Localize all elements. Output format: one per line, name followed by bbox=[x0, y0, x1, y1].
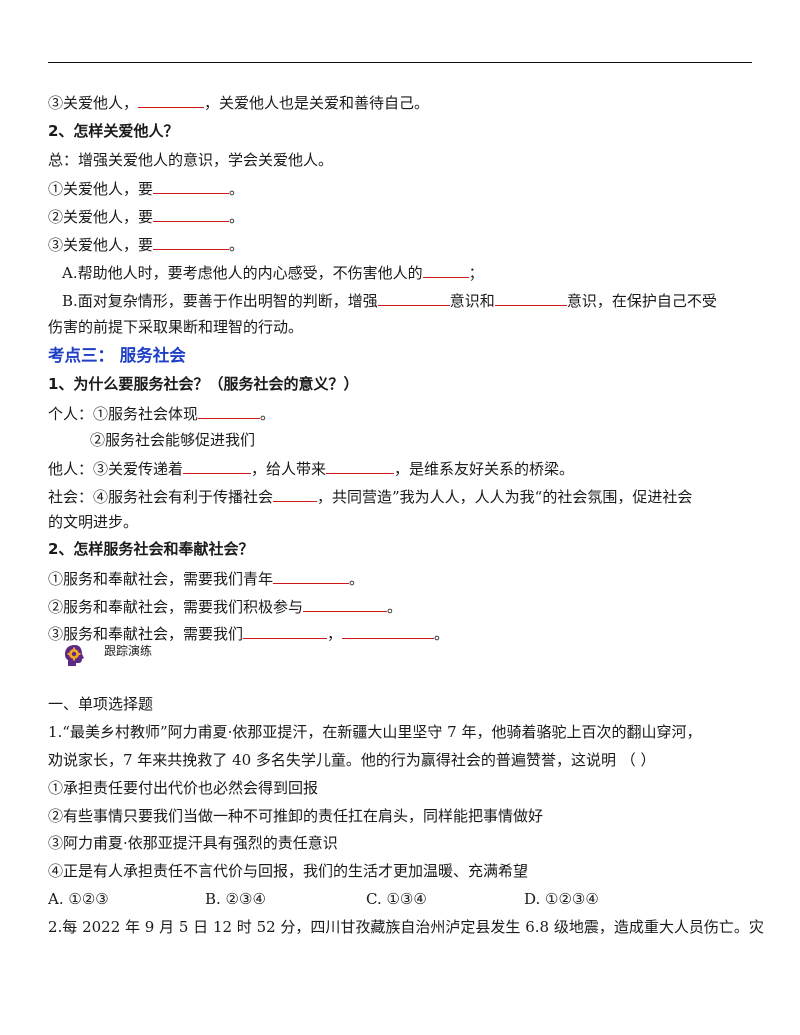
text: ③关爱他人，要 bbox=[48, 236, 154, 254]
fill-blank[interactable] bbox=[494, 290, 567, 306]
meaning-society-continued: 的文明进步。 bbox=[48, 513, 139, 531]
text: ， bbox=[327, 625, 343, 643]
statement-1: ①承担责任要付出代价也必然会得到回报 bbox=[48, 779, 319, 797]
question-title: 2、怎样服务社会和奉献社会？ bbox=[48, 540, 254, 558]
text: ，关爱他人也是关爱和善待自己。 bbox=[204, 94, 430, 112]
section-heading: 考点三： 服务社会 bbox=[48, 346, 186, 365]
statement-4: ④正是有人承担责任不言代价与回报，我们的生活才更加温暖、充满希望 bbox=[48, 862, 529, 880]
text: 。 bbox=[229, 236, 245, 254]
point-b-continued: 伤害的前提下采取果断和理智的行动。 bbox=[48, 318, 304, 336]
point-a: A.帮助他人时，要考虑他人的内心感受，不伤害他人的 ； bbox=[62, 262, 484, 283]
option-c[interactable]: C. ①③④ bbox=[366, 890, 427, 908]
question-title: 1、为什么要服务社会？（服务社会的意义？） bbox=[48, 375, 359, 393]
care-item-2: ②关爱他人，要 。 bbox=[48, 206, 244, 227]
text: 他人：③关爱传递着 bbox=[48, 460, 184, 478]
fill-blank[interactable] bbox=[422, 262, 469, 278]
option-b[interactable]: B. ②③④ bbox=[205, 890, 266, 908]
statement-2: ②有些事情只要我们当做一种不可推卸的责任扛在肩头，同样能把事情做好 bbox=[48, 807, 544, 825]
text: ②服务和奉献社会，需要我们积极参与 bbox=[48, 598, 304, 616]
text: 。 bbox=[229, 208, 245, 226]
header-rule bbox=[48, 62, 752, 63]
text: 。 bbox=[434, 625, 450, 643]
fill-blank[interactable] bbox=[153, 234, 230, 250]
fill-blank[interactable] bbox=[153, 206, 230, 222]
serve-item-2: ②服务和奉献社会，需要我们积极参与 。 bbox=[48, 596, 402, 617]
question-2-line-1: 2.每 2022 年 9 月 5 日 12 时 52 分，四川甘孜藏族自治州泸定… bbox=[48, 918, 764, 936]
text: ③服务和奉献社会，需要我们 bbox=[48, 625, 244, 643]
point-b: B.面对复杂情形，要善于作出明智的判断，增强 意识和 意识，在保护自己不受 bbox=[62, 290, 717, 311]
meaning-others: 他人：③关爱传递着 ，给人带来 ，是维系友好关系的桥梁。 bbox=[48, 458, 574, 479]
text: B.面对复杂情形，要善于作出明智的判断，增强 bbox=[62, 292, 378, 310]
fill-blank[interactable] bbox=[273, 486, 318, 502]
fill-blank[interactable] bbox=[243, 623, 328, 639]
text: ，是维系友好关系的桥梁。 bbox=[394, 460, 575, 478]
text: ，给人带来 bbox=[251, 460, 327, 478]
meaning-society: 社会：④服务社会有利于传播社会 ，共同营造”我为人人，人人为我“的社会氛围，促进社… bbox=[48, 486, 692, 507]
option-a[interactable]: A. ①②③ bbox=[48, 890, 109, 908]
text: ，共同营造”我为人人，人人为我“的社会氛围，促进社会 bbox=[317, 488, 693, 506]
fill-blank[interactable] bbox=[198, 403, 261, 419]
text: 意识和 bbox=[449, 292, 495, 310]
question-1-line-1: 1.“最美乡村教师”阿力甫夏·依那亚提汗，在新疆大山里坚守 7 年，他骑着骆驼上… bbox=[48, 723, 702, 741]
question-type-title: 一、单项选择题 bbox=[48, 695, 154, 713]
text: ①服务和奉献社会，需要我们青年 bbox=[48, 570, 274, 588]
text: 。 bbox=[387, 598, 403, 616]
fill-blank[interactable] bbox=[303, 596, 388, 612]
text: 社会：④服务社会有利于传播社会 bbox=[48, 488, 274, 506]
summary-line: 总：增强关爱他人的意识，学会关爱他人。 bbox=[48, 151, 334, 169]
text: ①关爱他人，要 bbox=[48, 180, 154, 198]
fill-blank[interactable] bbox=[153, 178, 230, 194]
text: 。 bbox=[229, 180, 245, 198]
fill-blank[interactable] bbox=[183, 458, 252, 474]
serve-item-3: ③服务和奉献社会，需要我们 ， 。 bbox=[48, 623, 449, 644]
practice-label: 跟踪演练 bbox=[104, 644, 153, 658]
brain-gear-icon bbox=[65, 645, 84, 666]
statement-3: ③阿力甫夏·依那亚提汗具有强烈的责任意识 bbox=[48, 834, 338, 852]
question-title: 2、怎样关爱他人？ bbox=[48, 122, 179, 140]
care-item-3: ③关爱他人，要 。 bbox=[48, 234, 244, 255]
text: 。 bbox=[349, 570, 365, 588]
care-line-3: ③关爱他人， ，关爱他人也是关爱和善待自己。 bbox=[48, 92, 429, 113]
fill-blank[interactable] bbox=[342, 623, 435, 639]
fill-blank[interactable] bbox=[138, 92, 205, 108]
text: ③关爱他人， bbox=[48, 94, 139, 112]
text: A.帮助他人时，要考虑他人的内心感受，不伤害他人的 bbox=[62, 264, 423, 282]
fill-blank[interactable] bbox=[377, 290, 450, 306]
meaning-personal-2: ②服务社会能够促进我们 bbox=[90, 431, 256, 449]
text: 意识，在保护自己不受 bbox=[566, 292, 717, 310]
text: 。 bbox=[260, 405, 276, 423]
text: ； bbox=[468, 264, 484, 282]
care-item-1: ①关爱他人，要 。 bbox=[48, 178, 244, 199]
question-1-line-2: 劝说家长，7 年来共挽救了 40 多名失学儿童。他的行为赢得社会的普遍赞誉，这说… bbox=[48, 751, 656, 769]
fill-blank[interactable] bbox=[273, 568, 350, 584]
text: 个人：①服务社会体现 bbox=[48, 405, 199, 423]
fill-blank[interactable] bbox=[326, 458, 395, 474]
serve-item-1: ①服务和奉献社会，需要我们青年 。 bbox=[48, 568, 364, 589]
text: ②关爱他人，要 bbox=[48, 208, 154, 226]
option-d[interactable]: D. ①②③④ bbox=[524, 890, 599, 908]
meaning-personal-1: 个人：①服务社会体现 。 bbox=[48, 403, 275, 424]
